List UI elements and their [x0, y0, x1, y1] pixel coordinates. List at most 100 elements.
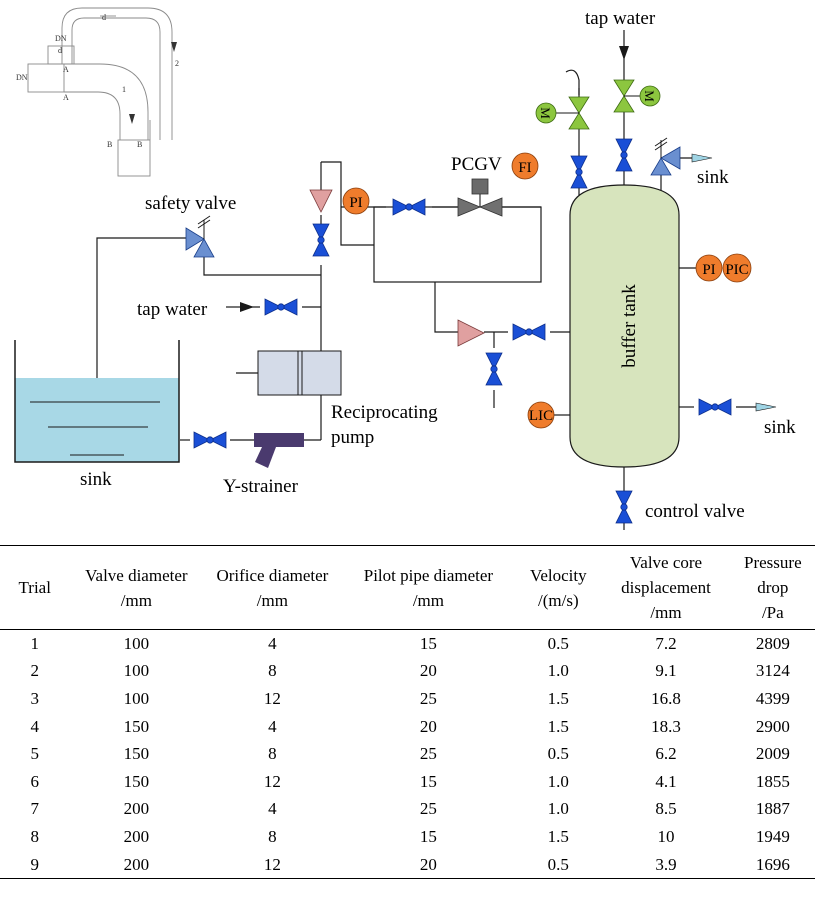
cell: 2009	[755, 744, 790, 764]
cell: 200	[123, 826, 150, 846]
cell: 200	[123, 854, 150, 874]
cell: 8	[30, 826, 40, 846]
motor-icon	[639, 85, 661, 107]
cell: 20	[419, 716, 437, 736]
label-tap-water-left: tap water	[137, 299, 208, 320]
pi-label: PI	[349, 195, 362, 211]
inset-label-d0: d	[58, 46, 62, 55]
inset-label-d1: d	[102, 13, 106, 22]
label-safety-valve: safety valve	[145, 193, 236, 214]
cell: 8.5	[655, 799, 677, 819]
motor-icon	[535, 102, 557, 124]
cell: 2	[30, 661, 40, 681]
cell: 0.5	[547, 854, 569, 874]
cell: 8	[268, 744, 277, 764]
header-trial: Trial	[18, 578, 51, 597]
cell: 8	[268, 826, 277, 846]
ball-valve-icon	[615, 138, 633, 172]
cell: 100	[123, 633, 150, 653]
cell: 9	[30, 854, 40, 874]
cell: 150	[123, 744, 150, 764]
cell: 1.5	[547, 688, 569, 708]
cell: 1855	[755, 771, 790, 791]
arrow-right-icon	[240, 302, 254, 312]
arrow-down-icon	[619, 46, 629, 60]
cell: 12	[263, 771, 281, 791]
cell: 20	[419, 661, 437, 681]
cell: 1887	[755, 799, 790, 819]
header-orifice-diameter: Orifice diameter/mm	[216, 565, 329, 610]
inset-label-a-top: A	[63, 65, 69, 74]
check-valve-icon	[457, 319, 485, 347]
cell: 6.2	[655, 744, 677, 764]
lic-label: LIC	[529, 408, 553, 424]
ball-valve-icon	[312, 223, 330, 257]
cell: 6	[30, 771, 40, 791]
cell: 2809	[755, 633, 790, 653]
cell: 18.3	[651, 716, 681, 736]
cell: 15	[419, 633, 437, 653]
cell: 3.9	[655, 854, 677, 874]
buffer-tank	[569, 184, 680, 468]
cell: 4	[268, 633, 277, 653]
experiment-table-wrapper: Trial Valve diameter/mm Orifice diameter…	[0, 545, 815, 879]
cell: 12	[263, 688, 281, 708]
cell: 7	[30, 799, 40, 819]
label-buffer-tank: buffer tank	[619, 284, 640, 368]
fi-label: FI	[518, 160, 531, 176]
ball-valve-icon	[485, 352, 503, 386]
label-sink-right: sink	[764, 417, 796, 438]
inset-label-dn-left: DN	[16, 73, 28, 82]
arrow-right-icon	[755, 402, 777, 412]
cell: 25	[419, 688, 437, 708]
inset-label-1: 1	[122, 85, 126, 94]
cell: 1.5	[547, 716, 569, 736]
cell: 4	[268, 716, 277, 736]
cell: 1.0	[547, 661, 569, 681]
orifice-pipe-inset	[27, 7, 173, 177]
cell: 2900	[755, 716, 790, 736]
ball-valve-icon	[698, 398, 732, 416]
arrow-right-icon	[691, 153, 713, 163]
table-header-row: Trial Valve diameter/mm Orifice diameter…	[0, 545, 815, 630]
inset-label-b-right: B	[137, 140, 142, 149]
header-valve-diameter: Valve diameter/mm	[85, 565, 188, 610]
cell: 9.1	[655, 661, 677, 681]
cell: 7.2	[655, 633, 677, 653]
cell: 200	[123, 799, 150, 819]
inset-label-b-left: B	[107, 140, 112, 149]
cell: 4.1	[655, 771, 677, 791]
cell: 1.0	[547, 771, 569, 791]
process-flow-diagram: d DN d DN A A B B 1 2	[14, 7, 796, 530]
cell: 4399	[755, 688, 790, 708]
ball-valve-icon	[264, 298, 298, 316]
cell: 12	[263, 854, 281, 874]
check-valve-icon	[309, 189, 333, 213]
flow-indicator-icon	[511, 152, 539, 180]
cell: 3	[30, 688, 40, 708]
pressure-controller-icon	[722, 253, 752, 283]
cell: 0.5	[547, 633, 569, 653]
sink-tank	[14, 340, 180, 463]
cell: 1949	[755, 826, 790, 846]
flow-arrow-icon	[171, 42, 177, 52]
cell: 0.5	[547, 744, 569, 764]
y-strainer-icon	[254, 433, 304, 468]
ball-valve-icon	[392, 198, 426, 216]
pic-label: PIC	[725, 262, 748, 278]
label-pcgv: PCGV	[451, 154, 502, 175]
pi-tank-label: PI	[702, 262, 715, 278]
ball-valve-icon	[512, 323, 546, 341]
inset-label-dn-top: DN	[55, 34, 67, 43]
cell: 15	[419, 771, 437, 791]
